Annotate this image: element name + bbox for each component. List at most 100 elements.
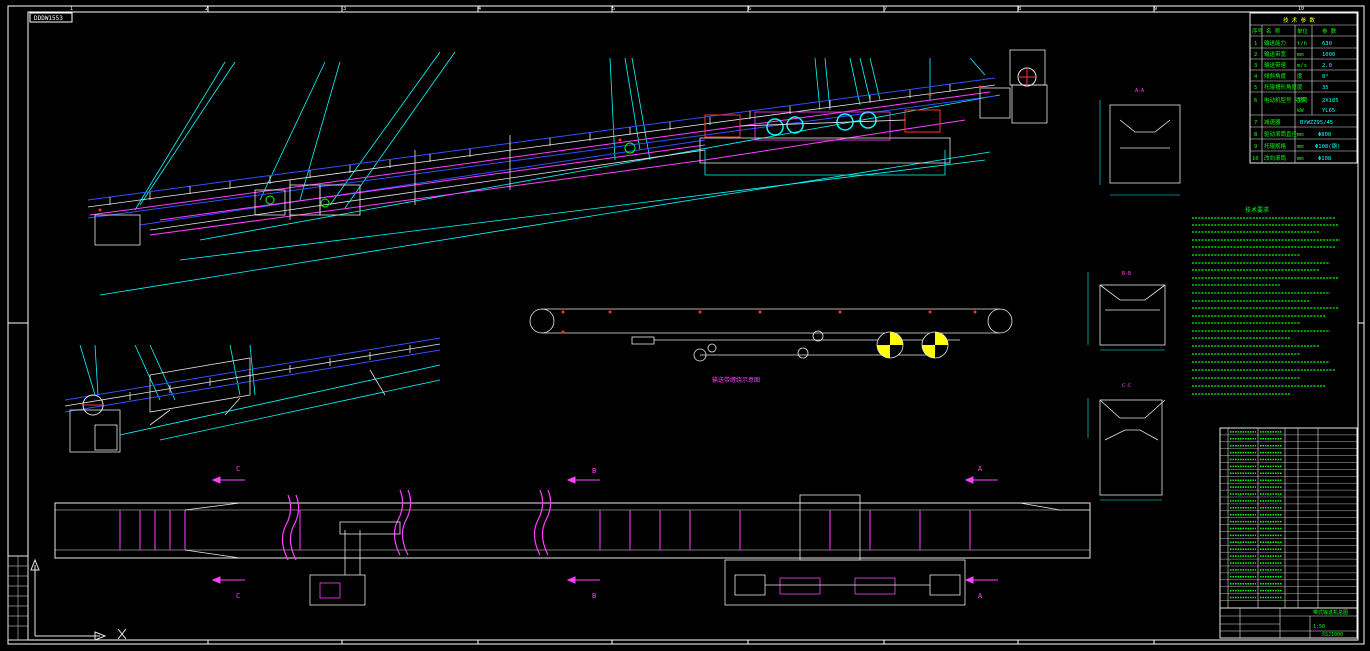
svg-text:度: 度 — [1297, 83, 1303, 91]
zone-labels: 1 2 3 4 5 6 7 8 9 10 — [70, 6, 1304, 12]
leader-lines — [99, 51, 1001, 296]
zone-label: 6 — [748, 6, 751, 12]
svg-text:5: 5 — [1254, 85, 1257, 91]
svg-text:序号: 序号 — [1252, 27, 1264, 35]
left-stamp-block — [7, 555, 29, 641]
svg-text:Φ108: Φ108 — [1318, 156, 1331, 162]
tensioning-device — [265, 142, 636, 208]
belt-winding-caption: 输送带缠绕示意图 — [712, 376, 760, 384]
belt-winding-diagram[interactable]: 输送带缠绕示意图 — [529, 308, 1013, 384]
drive-pulley-1 — [876, 331, 904, 359]
title-scale: 1:50 — [1313, 624, 1325, 630]
stringer-frame — [89, 91, 991, 236]
zone-label: 10 — [1298, 6, 1304, 12]
svg-text:倾斜角度: 倾斜角度 — [1264, 72, 1287, 80]
svg-text:mm: mm — [1297, 156, 1304, 162]
spec-table-title: 技 术 参 数 — [1283, 16, 1315, 24]
svg-text:YL65: YL65 — [1322, 108, 1335, 114]
plan-view[interactable]: C C B B A A — [54, 465, 1091, 606]
counterweight — [631, 336, 655, 345]
svg-text:DDDW1553: DDDW1553 — [34, 15, 63, 22]
svg-text:3: 3 — [1254, 63, 1257, 69]
drive-pulley-2 — [921, 331, 949, 359]
spec-table[interactable]: 技 术 参 数 序号 名 称 单位 参 数 1 输送能力 t/h 630 2 输… — [1249, 12, 1358, 164]
svg-text:C-C: C-C — [1122, 383, 1131, 389]
svg-text:输送能力: 输送能力 — [1264, 39, 1286, 47]
svg-text:mm: mm — [1297, 144, 1304, 150]
section-view-a-a[interactable]: A-A — [1099, 88, 1181, 196]
zone-label: 8 — [1018, 6, 1021, 12]
break-lines — [281, 489, 552, 561]
svg-text:8°: 8° — [1322, 74, 1329, 80]
svg-text:8: 8 — [1254, 132, 1257, 138]
zone-label: 5 — [612, 6, 615, 12]
svg-text:A-A: A-A — [1135, 88, 1144, 94]
ucs-axis-icon — [30, 558, 127, 641]
belt-lines — [87, 77, 996, 226]
section-label: C — [236, 465, 240, 473]
drive-unit[interactable] — [704, 109, 941, 141]
section-label: B — [592, 467, 596, 475]
svg-text:kW: kW — [1297, 108, 1304, 114]
svg-text:BYWZZ95/45: BYWZZ95/45 — [1300, 120, 1333, 126]
svg-text:单位: 单位 — [1297, 27, 1309, 35]
svg-text:减速器: 减速器 — [1264, 118, 1281, 126]
tech-notes-title: 技术要求 — [1245, 206, 1269, 214]
svg-text:mm: mm — [1297, 132, 1304, 138]
technical-notes: 技术要求 — [1192, 206, 1340, 395]
title-drawing-no: SSJ1000 — [1322, 632, 1343, 638]
svg-text:6: 6 — [1254, 98, 1257, 104]
svg-text:1: 1 — [1254, 41, 1257, 47]
head-pulley[interactable] — [1017, 67, 1037, 87]
parts-list[interactable] — [1219, 427, 1358, 609]
zone-label: 1 — [70, 6, 73, 12]
tail-section-elevation[interactable] — [64, 337, 441, 453]
part-markers — [98, 85, 982, 212]
svg-text:m/s: m/s — [1297, 63, 1307, 69]
svg-text:驱动滚筒直径: 驱动滚筒直径 — [1264, 130, 1298, 138]
svg-text:2: 2 — [1254, 52, 1257, 58]
title-name: 带式输送机总图 — [1313, 609, 1348, 616]
main-conveyor-elevation[interactable] — [87, 49, 1048, 296]
zone-ticks — [8, 6, 1364, 644]
svg-text:Φ108(钢): Φ108(钢) — [1315, 142, 1340, 150]
svg-text:4: 4 — [1254, 74, 1258, 80]
section-label: C — [236, 592, 240, 600]
svg-text:1000: 1000 — [1322, 52, 1335, 58]
plan-drive-units[interactable] — [724, 494, 966, 606]
svg-text:电动机型号 功率: 电动机型号 功率 — [1264, 96, 1306, 104]
section-arrows — [211, 476, 998, 584]
svg-text:托辊规格: 托辊规格 — [1264, 142, 1287, 150]
svg-text:2X185: 2X185 — [1322, 98, 1339, 104]
zone-label: 9 — [1154, 6, 1157, 12]
svg-text:630: 630 — [1322, 41, 1332, 47]
carrying-idlers — [109, 84, 951, 205]
svg-text:度: 度 — [1297, 72, 1303, 80]
zone-label: 4 — [478, 6, 481, 12]
title-block[interactable]: 带式输送机总图 1:50 SSJ1000 — [1219, 607, 1358, 639]
zone-label: 2 — [205, 6, 208, 12]
svg-text:参 数: 参 数 — [1322, 27, 1337, 35]
structure — [87, 49, 1048, 246]
svg-text:10: 10 — [1252, 156, 1259, 162]
section-label: A — [978, 465, 983, 473]
svg-text:托辊槽形角度: 托辊槽形角度 — [1264, 83, 1298, 91]
section-view-b-b[interactable]: B-B — [1087, 271, 1166, 351]
tail-pulley[interactable] — [82, 394, 104, 416]
plan-cross-members — [119, 510, 971, 550]
svg-text:35: 35 — [1322, 85, 1329, 91]
plan-tensioner[interactable] — [309, 521, 401, 606]
svg-text:9: 9 — [1254, 144, 1257, 150]
svg-text:输送带宽: 输送带宽 — [1264, 50, 1287, 58]
section-view-c-c[interactable]: C-C — [1087, 383, 1166, 501]
zone-label: 3 — [343, 6, 346, 12]
svg-text:输送带速: 输送带速 — [1264, 61, 1287, 69]
svg-text:7: 7 — [1254, 120, 1257, 126]
zone-label: 7 — [884, 6, 887, 12]
svg-text:型号: 型号 — [1297, 96, 1309, 104]
section-label: A — [978, 592, 983, 600]
svg-text:改向滚筒: 改向滚筒 — [1264, 154, 1287, 162]
svg-text:Φ800: Φ800 — [1318, 132, 1331, 138]
svg-text:名 称: 名 称 — [1266, 27, 1281, 35]
